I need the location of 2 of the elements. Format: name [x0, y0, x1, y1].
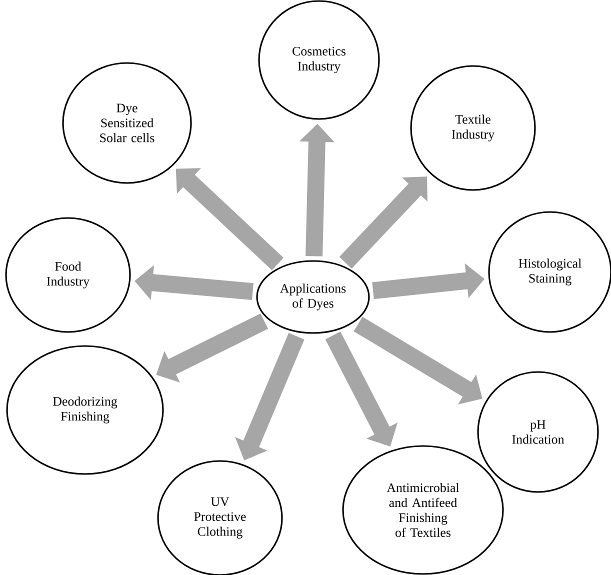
block-arrow	[339, 176, 428, 269]
block-arrow	[176, 168, 284, 270]
